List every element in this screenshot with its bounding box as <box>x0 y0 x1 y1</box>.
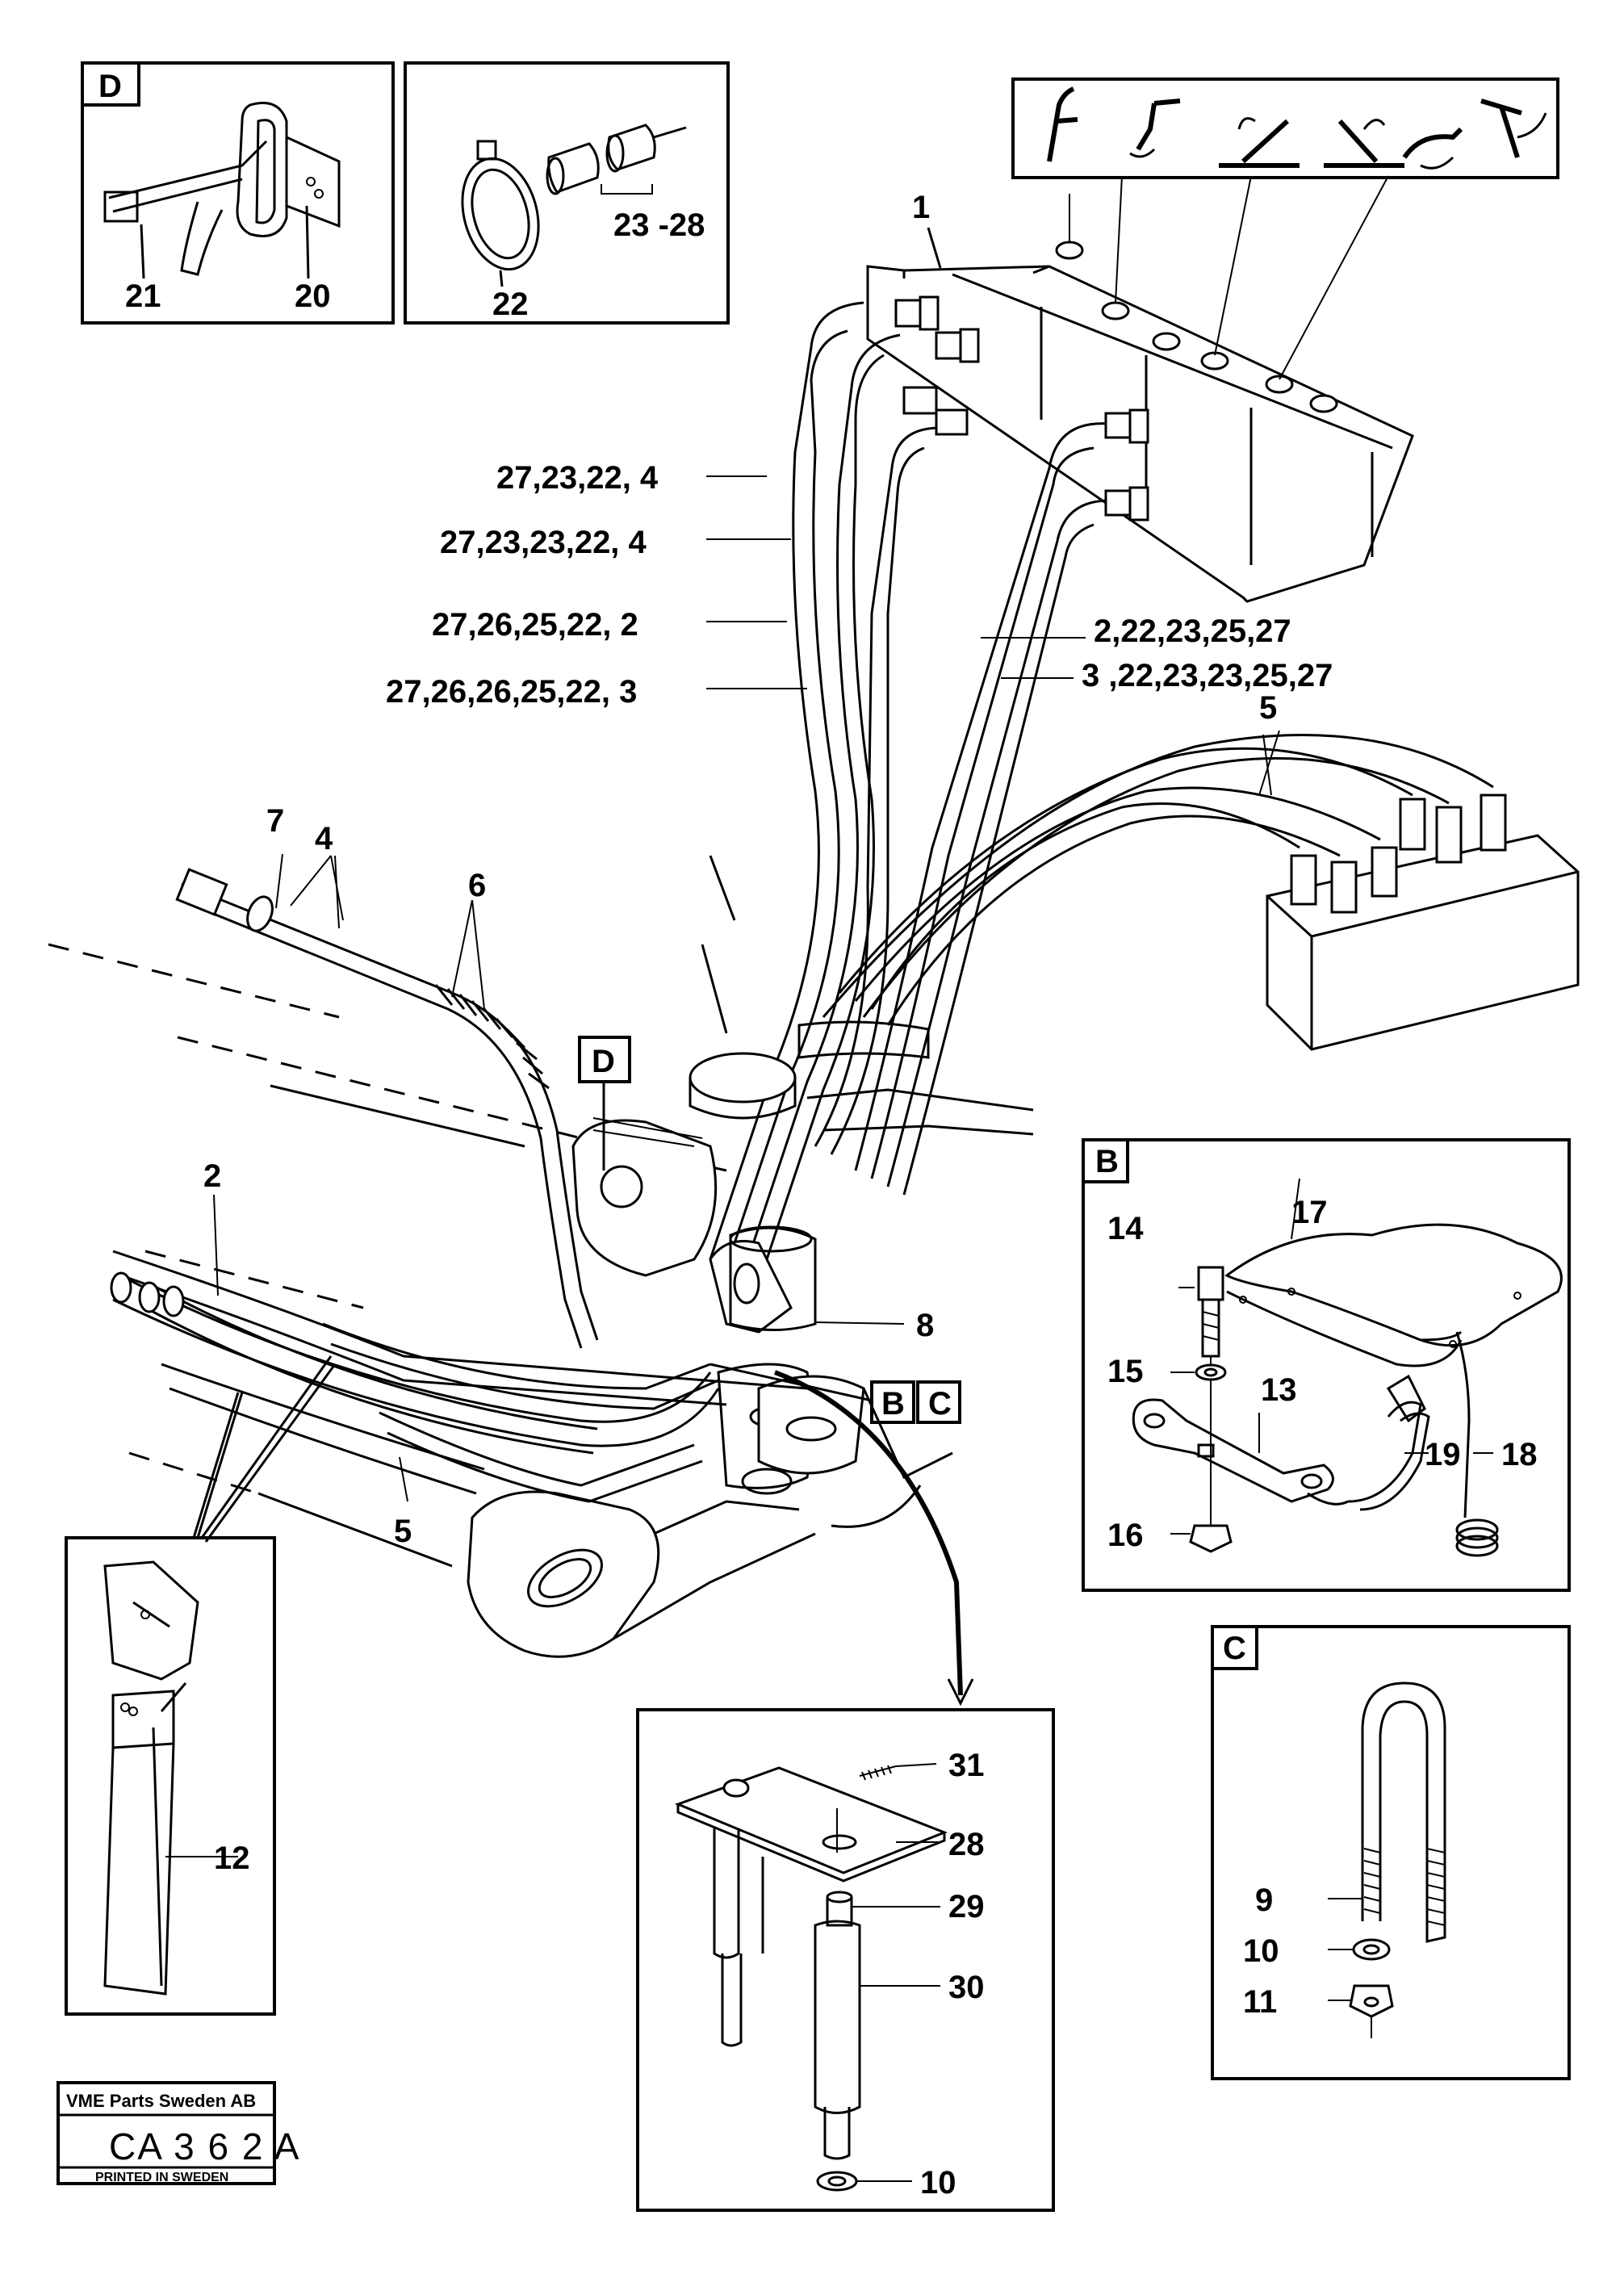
callout-27-26-26-25-22-3: 27,26,26,25,22, 3 <box>386 674 637 710</box>
callout-12: 12 <box>214 1841 250 1876</box>
callout-23-28: 23 -28 <box>613 207 705 243</box>
right-valve-fittings <box>1290 794 1507 914</box>
callout-6: 6 <box>468 868 486 903</box>
callout-7: 7 <box>266 803 284 839</box>
callout-16: 16 <box>1107 1518 1144 1553</box>
callout-2: 2 <box>203 1158 221 1194</box>
callout-18: 18 <box>1501 1437 1538 1472</box>
right-valve-block: 5 <box>822 690 1580 1051</box>
callout-22-clamp: 22 <box>492 287 529 322</box>
detail-12-box: 12 <box>65 1355 337 2016</box>
spiral-guard <box>434 984 550 1090</box>
callout-31: 31 <box>948 1748 985 1783</box>
callout-5: 5 <box>394 1514 412 1549</box>
callout-29: 29 <box>948 1889 985 1924</box>
drawing-code: CA 3 6 2 A <box>109 2125 300 2167</box>
detail-c-letter: C <box>1223 1631 1246 1666</box>
callout-19: 19 <box>1425 1437 1461 1472</box>
callout-15: 15 <box>1107 1354 1144 1389</box>
swing-frame <box>48 855 1034 1658</box>
detail-clamp-box: 22 23 -28 <box>404 61 730 325</box>
callout-11: 11 <box>1243 1984 1277 2020</box>
callout-13: 13 <box>1261 1372 1297 1408</box>
detail-b-letter: B <box>1095 1144 1119 1179</box>
callout-28: 28 <box>948 1827 985 1862</box>
callout-1: 1 <box>912 190 930 225</box>
callout-10-c: 10 <box>1243 1933 1279 1969</box>
detail-pin-box: 31 28 29 30 10 <box>636 1708 1055 2212</box>
callout-27-26-25-22-2: 27,26,25,22, 2 <box>432 607 638 643</box>
callout-2-22-23-25-27: 2,22,23,25,27 <box>1094 614 1291 649</box>
callout-5-top: 5 <box>1259 690 1277 726</box>
ref-b: B <box>881 1386 905 1422</box>
callout-30: 30 <box>948 1970 985 2005</box>
left-hose-assembly: 7 4 6 <box>175 803 599 1349</box>
printed-in: PRINTED IN SWEDEN <box>95 2171 228 2184</box>
detail-c-box: C 9 10 11 <box>1211 1625 1571 2080</box>
hose-fittings <box>894 295 1149 521</box>
control-valve-block: 1 <box>866 175 1414 603</box>
detail-b-box: B 14 <box>1082 1138 1571 1592</box>
callout-14: 14 <box>1107 1211 1144 1246</box>
callout-21: 21 <box>125 278 161 314</box>
callout-27-23-23-22-4: 27,23,23,22, 4 <box>440 525 647 560</box>
detail-d-letter: D <box>98 69 122 104</box>
control-pattern-symbols <box>1011 77 1559 179</box>
callout-27-23-22-4: 27,23,22, 4 <box>496 460 659 496</box>
title-block: VME Parts Sweden AB CA 3 6 2 A PRINTED I… <box>57 2081 300 2185</box>
callout-17: 17 <box>1291 1195 1328 1230</box>
cable-guide: 8 D B C <box>578 1036 974 1707</box>
callout-3-22-23-23-25-27: 3 ,22,23,23,25,27 <box>1082 658 1333 693</box>
ref-d: D <box>592 1044 615 1079</box>
callout-9: 9 <box>1255 1882 1273 1918</box>
callout-10-pin: 10 <box>920 2165 956 2201</box>
callout-8: 8 <box>916 1308 934 1343</box>
lower-hoses: 2 5 <box>110 1158 720 1549</box>
callout-4: 4 <box>315 821 333 856</box>
callout-20: 20 <box>295 278 331 314</box>
detail-d-box: D 21 20 <box>81 61 395 325</box>
hose-bundle: 27,23,22, 4 27,23,23,22, 4 27,26,25,22, … <box>386 295 1333 1284</box>
valve-caps <box>1055 241 1338 413</box>
ref-c: C <box>928 1386 952 1422</box>
company-name: VME Parts Sweden AB <box>66 2091 256 2111</box>
